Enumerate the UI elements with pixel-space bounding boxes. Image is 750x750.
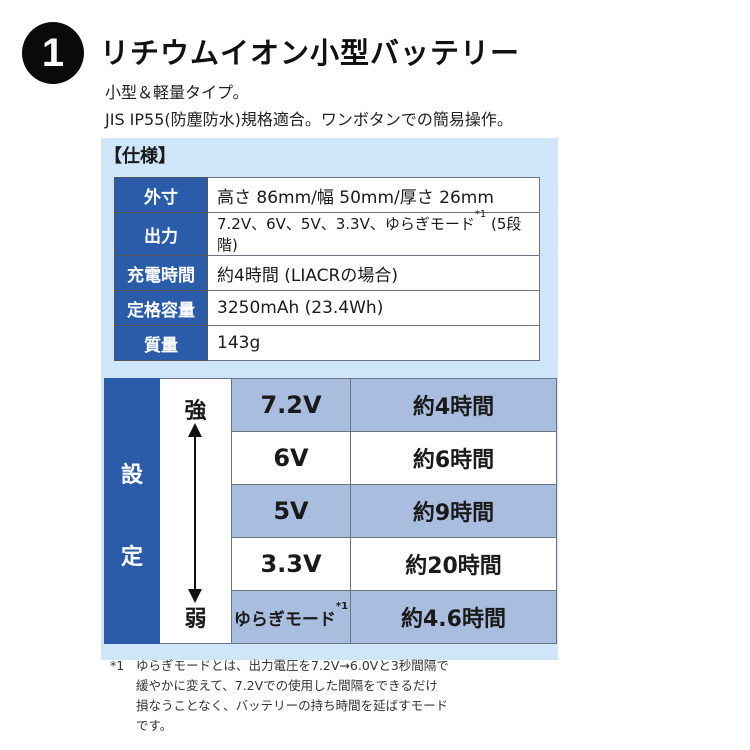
- settings-row: 設 定 強 弱 7.2V 約4時間: [104, 378, 557, 644]
- step-number-badge: 1: [22, 22, 84, 84]
- voltage-cell: ゆらぎモード*1: [231, 590, 351, 644]
- spec-label: 質量: [114, 325, 208, 361]
- footnote: *1 ゆらぎモードとは、出力電圧を7.2V→6.0Vと3秒間隔で 緩やかに変えて、…: [110, 656, 449, 736]
- product-title: リチウムイオン小型バッテリー: [100, 36, 521, 70]
- arrow-down-icon: [188, 589, 202, 603]
- strong-label: 強: [184, 399, 207, 424]
- spec-value: 3250mAh (23.4Wh): [207, 290, 540, 326]
- spec-label: 出力: [114, 212, 208, 256]
- runtime-cell: 約4時間: [350, 378, 557, 432]
- settings-side-label: 設 定: [104, 378, 160, 644]
- spec-value: 約4時間 (LIACRの場合): [207, 255, 540, 291]
- spec-value: 143g: [207, 325, 540, 361]
- spec-row-capacity: 定格容量 3250mAh (23.4Wh): [114, 290, 540, 326]
- side-char-1: 設: [120, 463, 143, 488]
- footnote-line-2: 緩やかに変えて、7.2Vでの使用した間隔をできるだけ: [136, 678, 438, 693]
- footnote-ref: *1: [335, 600, 349, 612]
- spec-label: 定格容量: [114, 290, 208, 326]
- runtime-cell: 約6時間: [350, 431, 557, 485]
- footnote-ref: *1: [474, 209, 487, 220]
- footnote-text: ゆらぎモードとは、出力電圧を7.2V→6.0Vと3秒間隔で: [136, 658, 449, 673]
- spec-row-weight: 質量 143g: [114, 325, 540, 361]
- runtime-cell: 約9時間: [350, 484, 557, 538]
- voltage-cell: 6V: [231, 431, 351, 485]
- arrow-line: [194, 431, 196, 593]
- product-subtitle-2: JIS IP55(防塵防水)規格適合。ワンボタンでの簡易操作。: [105, 110, 513, 129]
- weak-label: 弱: [184, 607, 207, 632]
- strength-arrow-column: 強 弱: [159, 378, 232, 644]
- spec-row-output: 出力 7.2V、6V、5V、3.3V、ゆらぎモード*1 (5段階): [114, 209, 540, 256]
- settings-row: 5V 約9時間: [105, 484, 557, 538]
- product-subtitle-1: 小型＆軽量タイプ。: [105, 83, 249, 102]
- settings-row: ゆらぎモード*1 約4.6時間: [105, 590, 557, 644]
- spec-value-suffix: (5段階): [217, 215, 522, 254]
- settings-row: 6V 約6時間: [105, 431, 557, 485]
- voltage-text: ゆらぎモード: [233, 609, 336, 630]
- spec-value: 7.2V、6V、5V、3.3V、ゆらぎモード*1 (5段階): [207, 209, 540, 256]
- settings-row: 3.3V 約20時間: [105, 537, 557, 591]
- voltage-cell: 3.3V: [231, 537, 351, 591]
- footnote-line-3: 損なうことなく、バッテリーの持ち時間を延ばすモード: [136, 698, 449, 713]
- spec-row-charge-time: 充電時間 約4時間 (LIACRの場合): [114, 255, 540, 291]
- spec-row-dimensions: 外寸 高さ 86mm/幅 50mm/厚さ 26mm: [114, 177, 540, 213]
- spec-heading: 【仕様】: [104, 146, 176, 167]
- footnote-mark: *1: [110, 658, 125, 673]
- side-char-2: 定: [120, 545, 143, 570]
- spec-value-text: 7.2V、6V、5V、3.3V、ゆらぎモード: [217, 215, 475, 233]
- voltage-cell: 5V: [231, 484, 351, 538]
- footnote-line-1: *1 ゆらぎモードとは、出力電圧を7.2V→6.0Vと3秒間隔で: [110, 656, 449, 676]
- settings-table: 設 定 強 弱 7.2V 約4時間 6V 約6時間 5V 約9時間 3.3V 約…: [104, 378, 557, 644]
- voltage-cell: 7.2V: [231, 378, 351, 432]
- spec-value: 高さ 86mm/幅 50mm/厚さ 26mm: [207, 177, 540, 213]
- spec-table: 外寸 高さ 86mm/幅 50mm/厚さ 26mm 出力 7.2V、6V、5V、…: [114, 177, 540, 361]
- runtime-cell: 約4.6時間: [350, 590, 557, 644]
- runtime-cell: 約20時間: [350, 537, 557, 591]
- spec-label: 外寸: [114, 177, 208, 213]
- arrow-up-icon: [188, 423, 202, 437]
- spec-label: 充電時間: [114, 255, 208, 291]
- footnote-line-4: です。: [136, 718, 173, 733]
